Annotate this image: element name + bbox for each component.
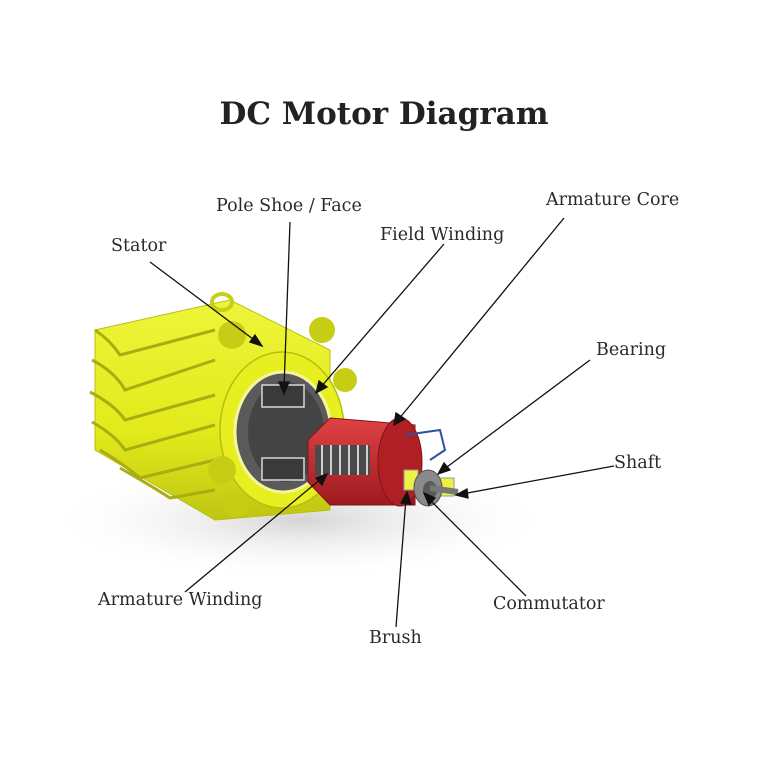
arrow-shaft: [454, 487, 469, 499]
leader-shaft: [461, 465, 615, 495]
leader-commutator: [427, 497, 527, 597]
label-bearing: Bearing: [596, 340, 667, 360]
leader-lines: [149, 217, 615, 628]
label-armature-winding: Armature Winding: [98, 590, 263, 610]
leader-armature-winding: [184, 477, 323, 593]
arrow-stator: [248, 333, 264, 348]
arrow-brush: [399, 490, 412, 505]
arrow-armature-winding: [314, 472, 329, 487]
arrow-field-winding: [315, 379, 329, 395]
label-brush: Brush: [369, 628, 422, 648]
arrow-bearing: [436, 461, 452, 476]
arrow-commutator: [422, 491, 437, 507]
arrow-pole-shoe: [278, 381, 290, 396]
arrow-armature-core: [393, 411, 407, 427]
label-pole-shoe: Pole Shoe / Face: [216, 196, 362, 216]
stator-body: [89, 292, 357, 521]
leader-field-winding: [319, 243, 445, 389]
label-shaft: Shaft: [614, 453, 662, 473]
shaft-rod: [429, 485, 459, 495]
diagram-title: DC Motor Diagram: [219, 96, 549, 132]
label-commutator: Commutator: [493, 594, 605, 614]
label-field-winding: Field Winding: [380, 225, 505, 245]
leader-pole-shoe: [283, 221, 291, 389]
leader-bearing: [442, 359, 591, 471]
leader-stator: [149, 261, 258, 343]
label-stator: Stator: [111, 236, 167, 256]
label-armature-core: Armature Core: [546, 190, 680, 210]
leader-brush: [395, 497, 407, 628]
armature: [307, 417, 455, 507]
leader-armature-core: [397, 217, 565, 421]
